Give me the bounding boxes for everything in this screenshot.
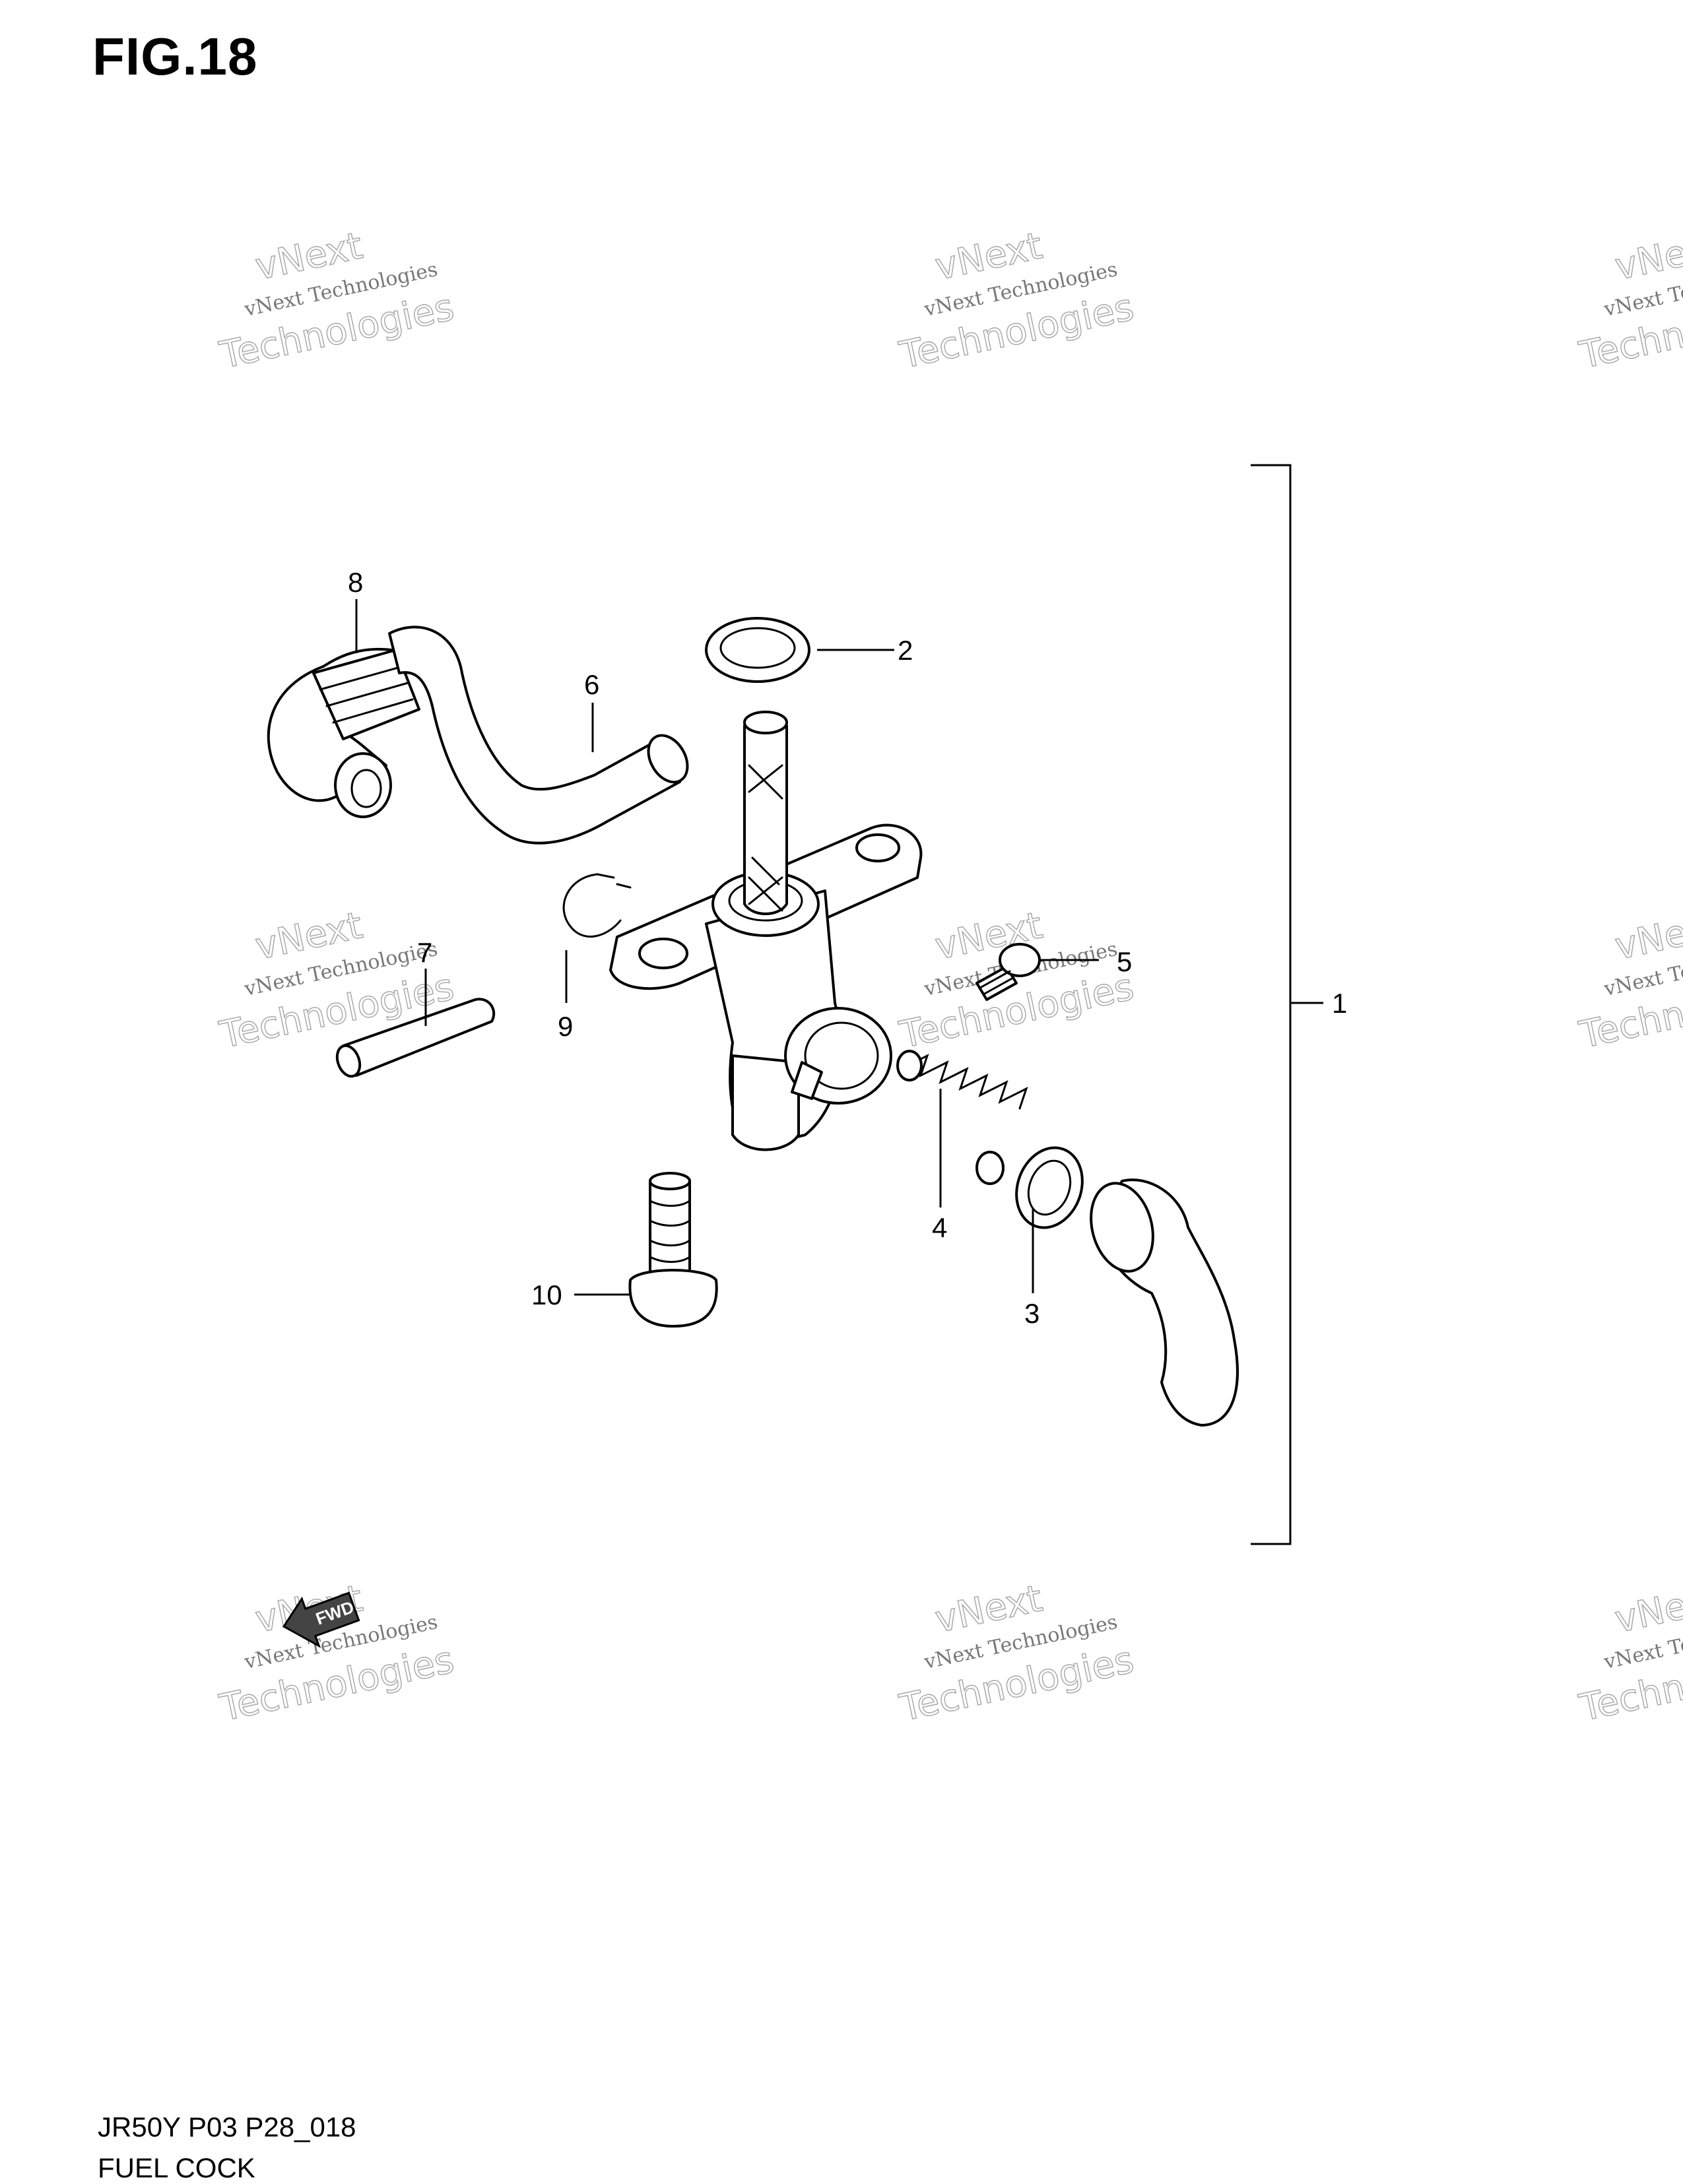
watermark-brand: vNext	[1611, 904, 1683, 969]
part-5-screw	[975, 943, 1041, 1001]
watermark-group: vNext vNext Technologies Technologies vN…	[215, 224, 1683, 1730]
watermark: vNext vNext Technologies Technologies	[1575, 1576, 1683, 1730]
callout-group: 1 2 3 4 5 6 7 8 9 10	[348, 567, 1347, 1329]
watermark: vNext vNext Technologies Technologies	[215, 1576, 458, 1730]
watermark-brand: vNext	[1611, 224, 1683, 289]
callout-8: 8	[348, 567, 363, 598]
callout-7: 7	[417, 937, 432, 968]
callout-5: 5	[1117, 946, 1132, 977]
callout-4: 4	[932, 1212, 947, 1243]
part-1-fuel-cock-body	[609, 711, 923, 1151]
watermark: vNext vNext Technologies Technologies	[895, 224, 1138, 377]
watermark-brand: vNext	[1611, 1577, 1683, 1642]
part-4-spring	[896, 1050, 1028, 1185]
callout-2: 2	[898, 635, 913, 666]
fuel-cock-lever	[1090, 1178, 1239, 1427]
watermark: vNext vNext Technologies Technologies	[1575, 224, 1683, 377]
part-7-pin	[335, 998, 496, 1078]
part-2-o-ring	[705, 617, 810, 683]
figure-code: JR50Y P03 P28_018	[98, 2111, 356, 2142]
callout-10: 10	[531, 1279, 562, 1310]
part-9-clip	[562, 873, 632, 938]
part-10-screw	[628, 1172, 718, 1328]
callout-1: 1	[1332, 988, 1347, 1019]
watermark: vNext vNext Technologies Technologies	[1575, 903, 1683, 1057]
part-6-fuel-hose	[388, 626, 689, 845]
watermark: vNext vNext Technologies Technologies	[215, 224, 458, 377]
callout-3: 3	[1024, 1298, 1040, 1329]
callout-6: 6	[584, 669, 599, 700]
part-3-gasket	[1015, 1146, 1084, 1229]
leader-lines	[355, 599, 1099, 1296]
callout-9: 9	[558, 1011, 573, 1042]
part-8-hose-elbow	[267, 647, 420, 818]
figure-title: FIG.18	[92, 27, 258, 86]
assembly-bracket	[1251, 464, 1323, 1545]
figure-name: FUEL COCK	[98, 2152, 255, 2183]
watermark: vNext vNext Technologies Technologies	[895, 1576, 1138, 1730]
